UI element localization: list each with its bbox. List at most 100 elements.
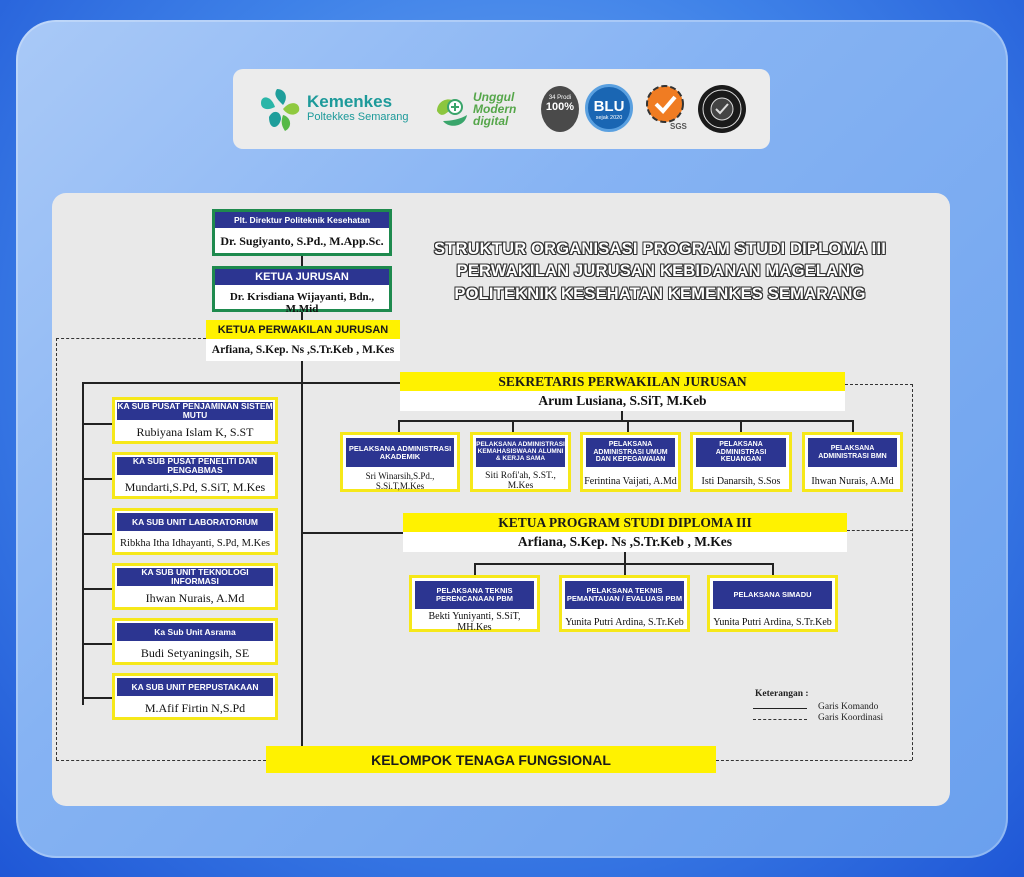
admin-name: Isti Danarsih, S.Sos bbox=[701, 475, 781, 487]
teknis-role: PELAKSANA TEKNIS PEMANTAUAN / EVALUASI P… bbox=[565, 581, 684, 609]
admin-role: PELAKSANA ADMINISTRASI AKADEMIK bbox=[346, 438, 454, 467]
subunit-box-asrama: Ka Sub Unit Asrama Budi Setyaningsih, SE bbox=[112, 618, 278, 665]
chart-title-line1: STRUKTUR ORGANISASI PROGRAM STUDI DIPLOM… bbox=[433, 240, 887, 258]
teknis-name: Bekti Yuniyanti, S.SiT, MH.Kes bbox=[428, 611, 521, 633]
unggul-line3: digital bbox=[473, 114, 509, 128]
subunit-name: Mundarti,S.Pd, S.SiT, M.Kes bbox=[124, 480, 266, 494]
legend-title: Keterangan : bbox=[755, 689, 809, 699]
prodi-line2: 100% bbox=[545, 101, 575, 113]
admin-role: PELAKSANA ADMINISTRASI KEMAHASISWAAN ALU… bbox=[476, 438, 565, 467]
legend-koordinasi: Garis Koordinasi bbox=[818, 713, 884, 723]
kemenkes-leaf-icon bbox=[261, 89, 300, 131]
admin-box-keuangan: PELAKSANA ADMINISTRASI KEUANGAN Isti Dan… bbox=[690, 432, 792, 492]
admin-drop-3 bbox=[627, 420, 629, 432]
coord-line-sekretaris bbox=[845, 384, 913, 385]
blu-badge: BLU sejak 2020 bbox=[585, 84, 633, 132]
accreditation-seal-icon bbox=[698, 85, 746, 133]
teknis-box-pemantauan: PELAKSANA TEKNIS PEMANTAUAN / EVALUASI P… bbox=[559, 575, 690, 632]
coord-line-right bbox=[912, 384, 913, 760]
ketua-jurusan-box: KETUA JURUSAN Dr. Krisdiana Wijayanti, B… bbox=[212, 266, 392, 315]
legend-dashed-line bbox=[753, 719, 807, 720]
teknis-drop-3 bbox=[772, 563, 774, 575]
sub-connector-6 bbox=[82, 697, 114, 699]
admin-drop-1 bbox=[398, 420, 400, 432]
chart-title-line3: POLITEKNIK KESEHATAN KEMENKES SEMARANG bbox=[454, 285, 866, 303]
chart-title-line2: PERWAKILAN JURUSAN KEBIDANAN MAGELANG bbox=[456, 262, 864, 280]
admin-box-umum: PELAKSANA ADMINISTRASI UMUM DAN KEPEGAWA… bbox=[580, 432, 681, 492]
subunit-name: M.Afif Firtin N,S.Pd bbox=[144, 701, 246, 715]
subunit-name: Ihwan Nurais, A.Md bbox=[145, 591, 245, 605]
legend-solid-line bbox=[753, 708, 807, 709]
teknis-name: Yunita Putri Ardina, S.Tr.Keb bbox=[565, 616, 684, 628]
subunit-name: Budi Setyaningsih, SE bbox=[140, 646, 250, 660]
admin-drop-5 bbox=[852, 420, 854, 432]
admin-name: Ihwan Nurais, A.Md bbox=[811, 475, 894, 487]
unggul-line2: Modern bbox=[473, 102, 517, 116]
blu-text: BLU bbox=[593, 98, 625, 115]
prodi-badge: 34 Prodi 100% bbox=[541, 86, 579, 132]
admin-drop-4 bbox=[740, 420, 742, 432]
sgs-text: SGS bbox=[670, 122, 687, 131]
coord-line-left bbox=[56, 338, 57, 760]
subunit-name: Rubiyana Islam K, S.ST bbox=[136, 425, 254, 439]
left-trunk-line bbox=[82, 382, 84, 705]
admin-role: PELAKSANA ADMINISTRASI KEUANGAN bbox=[696, 438, 786, 467]
subunit-role: KA SUB PUSAT PENJAMINAN SISTEM MUTU bbox=[117, 401, 273, 420]
kaprodi-role: KETUA PROGRAM STUDI DIPLOMA III bbox=[403, 513, 847, 532]
teknis-drop-1 bbox=[474, 563, 476, 575]
blu-sub: sejak 2020 bbox=[595, 115, 623, 121]
logo-banner: Kemenkes Poltekkes Semarang Unggul Moder… bbox=[233, 69, 770, 149]
subunit-box-mutu: KA SUB PUSAT PENJAMINAN SISTEM MUTU Rubi… bbox=[112, 397, 278, 444]
admin-box-bmn: PELAKSANA ADMINISTRASI BMN Ihwan Nurais,… bbox=[802, 432, 903, 492]
subunit-role: KA SUB UNIT LABORATORIUM bbox=[117, 513, 273, 531]
admin-role: PELAKSANA ADMINISTRASI UMUM DAN KEPEGAWA… bbox=[586, 438, 675, 467]
coord-line-bottom-left bbox=[56, 760, 266, 761]
sekretaris-name: Arum Lusiana, S.SiT, M.Keb bbox=[400, 391, 845, 411]
coord-line-kaprodi bbox=[847, 530, 913, 531]
coord-line-bottom-right bbox=[716, 760, 912, 761]
teknis-role: PELAKSANA SIMADU bbox=[713, 581, 832, 609]
admin-name: Sri Winarsih,S.Pd., S.Si.T,M.Kes bbox=[365, 471, 435, 491]
teknis-name: Yunita Putri Ardina, S.Tr.Keb bbox=[713, 616, 832, 628]
kemenkes-subtitle: Poltekkes Semarang bbox=[307, 111, 409, 123]
legend-komando: Garis Komando bbox=[818, 702, 879, 712]
admin-name: Ferintina Vaijati, A.Md bbox=[584, 475, 677, 487]
ketua-jurusan-role: KETUA JURUSAN bbox=[215, 269, 389, 285]
direktur-box: Plt. Direktur Politeknik Kesehatan Semar… bbox=[212, 209, 392, 256]
subunit-role: KA SUB PUSAT PENELITI DAN PENGABMAS bbox=[117, 457, 273, 475]
subunit-role: Ka Sub Unit Asrama bbox=[117, 623, 273, 641]
sub-connector-1 bbox=[82, 423, 114, 425]
coord-line-top-left bbox=[56, 338, 206, 339]
teknis-role: PELAKSANA TEKNIS PERENCANAAN PBM bbox=[415, 581, 534, 609]
sub-connector-5 bbox=[82, 643, 114, 645]
sekretaris-drop-line bbox=[621, 410, 623, 420]
admin-branch-line bbox=[398, 420, 853, 422]
admin-name: Siti Rofi'ah, S.ST., M.Kes bbox=[485, 471, 556, 491]
ketua-jurusan-name: Dr. Krisdiana Wijayanti, Bdn., M.Mid bbox=[229, 291, 375, 315]
subunit-name: Ribkha Itha Idhayanti, S.Pd, M.Kes bbox=[120, 538, 270, 549]
direktur-name: Dr. Sugiyanto, S.Pd., M.App.Sc. bbox=[220, 234, 384, 248]
subunit-box-peneliti: KA SUB PUSAT PENELITI DAN PENGABMAS Mund… bbox=[112, 452, 278, 499]
sgs-check-icon bbox=[646, 85, 684, 123]
sub-connector-3 bbox=[82, 533, 114, 535]
teknis-box-simadu: PELAKSANA SIMADU Yunita Putri Ardina, S.… bbox=[707, 575, 838, 632]
subunit-box-ti: KA SUB UNIT TEKNOLOGI INFORMASI Ihwan Nu… bbox=[112, 563, 278, 610]
ketua-perwakilan-role: KETUA PERWAKILAN JURUSAN bbox=[206, 320, 400, 339]
teknis-box-perencanaan: PELAKSANA TEKNIS PERENCANAAN PBM Bekti Y… bbox=[409, 575, 540, 633]
kaprodi-connector-line bbox=[303, 532, 405, 534]
top-branch-line bbox=[82, 382, 403, 384]
admin-drop-2 bbox=[512, 420, 514, 432]
ketua-perwakilan-name: Arfiana, S.Kep. Ns ,S.Tr.Keb , M.Kes bbox=[206, 339, 400, 361]
unggul-leaf-icon bbox=[437, 99, 467, 126]
admin-box-akademik: PELAKSANA ADMINISTRASI AKADEMIK Sri Wina… bbox=[340, 432, 460, 492]
kaprodi-drop-line bbox=[624, 551, 626, 564]
sgs-badge: SGS bbox=[640, 84, 690, 134]
kaprodi-name: Arfiana, S.Kep. Ns ,S.Tr.Keb , M.Kes bbox=[403, 532, 847, 552]
prodi-line1: 34 Prodi bbox=[548, 95, 572, 101]
admin-box-kemahasiswaan: PELAKSANA ADMINISTRASI KEMAHASISWAAN ALU… bbox=[470, 432, 571, 492]
direktur-role: Plt. Direktur Politeknik Kesehatan Semar… bbox=[215, 212, 389, 241]
teknis-drop-2 bbox=[624, 563, 626, 575]
subunit-box-perpustakaan: KA SUB UNIT PERPUSTAKAAN M.Afif Firtin N… bbox=[112, 673, 278, 720]
subunit-role: KA SUB UNIT PERPUSTAKAAN bbox=[117, 678, 273, 696]
unggul-line1: Unggul bbox=[473, 90, 515, 104]
